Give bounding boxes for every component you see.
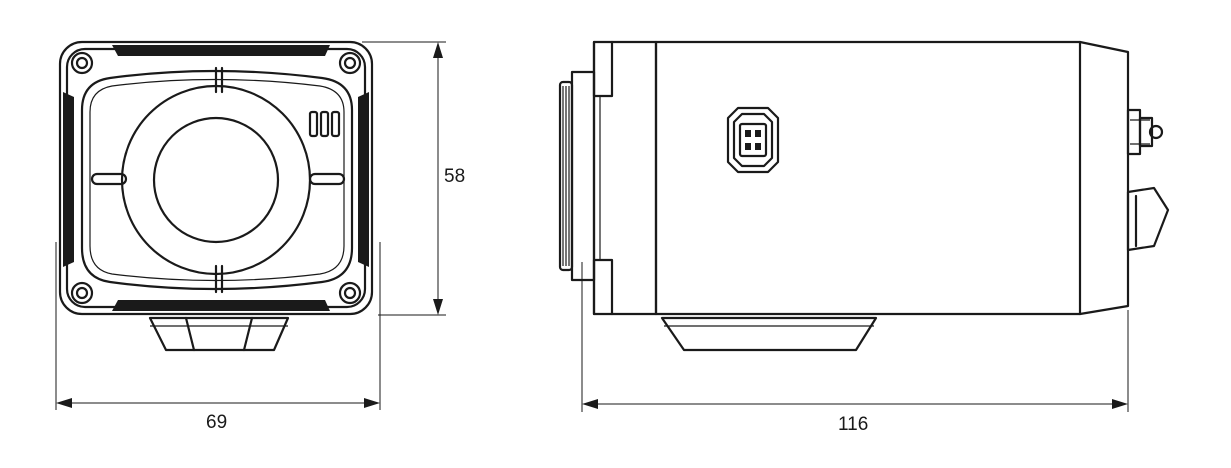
front-bezel [592, 40, 658, 316]
height-dimension-label: 58 [444, 166, 465, 187]
screw-bottom-left [70, 281, 94, 305]
status-led-cluster [308, 110, 341, 138]
front-panel-inner [89, 78, 345, 282]
side-length-dimension-label: 116 [838, 414, 868, 435]
front-view [58, 40, 374, 352]
screw-top-left [70, 51, 94, 75]
rear-angled-port [1126, 186, 1170, 252]
front-left-rib [63, 92, 74, 267]
front-panel-outline [80, 69, 354, 291]
front-mount-bracket [148, 316, 290, 352]
side-connector [726, 106, 780, 174]
side-view [558, 40, 1170, 352]
front-width-dimension-label: 69 [206, 412, 227, 433]
camera-body [654, 40, 1130, 316]
front-right-rib [358, 92, 369, 267]
left-slot [90, 172, 128, 186]
lens-mount-ring [120, 84, 312, 276]
front-housing-outline [58, 40, 374, 316]
side-length-dimension [581, 262, 1129, 412]
lens-adapter [570, 70, 596, 282]
screw-top-right [338, 51, 362, 75]
bnc-connector [1126, 108, 1164, 156]
screw-bottom-right [338, 281, 362, 305]
lens-glass [152, 116, 280, 244]
side-mount-bracket [660, 316, 878, 352]
right-slot [308, 172, 346, 186]
front-width-dimension [55, 242, 381, 410]
front-top-rib [112, 45, 330, 56]
front-bottom-rib [112, 300, 330, 311]
lens-thread-ring [558, 80, 574, 272]
height-dimension [362, 41, 446, 316]
